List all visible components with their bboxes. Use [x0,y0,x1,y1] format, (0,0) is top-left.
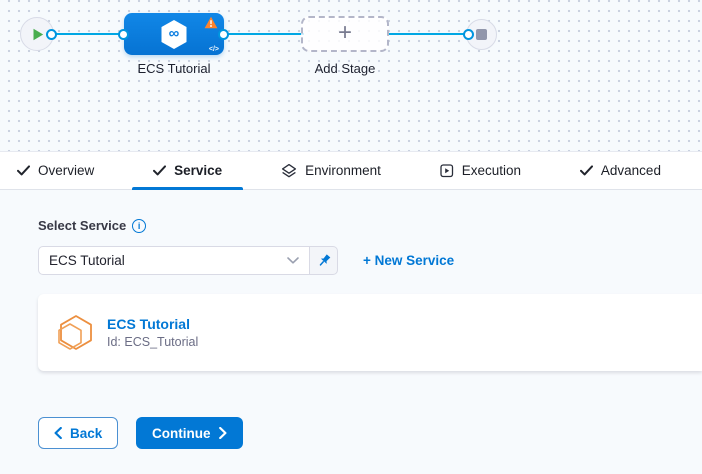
back-button[interactable]: Back [38,417,119,449]
service-select-value: ECS Tutorial [49,253,125,268]
tab-advanced[interactable]: Advanced [579,152,661,189]
tab-label: Service [174,163,223,178]
stage-node-ecs-tutorial[interactable]: ∞ </> [124,13,224,55]
tab-execution[interactable]: Execution [440,152,521,189]
add-stage-label: Add Stage [314,61,376,76]
node-port [218,28,229,40]
info-glyph: i [137,220,141,231]
new-service-link-text: + New Service [363,253,455,268]
tab-label: Advanced [600,163,661,178]
service-card-title[interactable]: ECS Tutorial [107,316,190,332]
play-icon [33,28,43,40]
check-icon [153,165,167,176]
continue-button[interactable]: Continue [136,417,243,449]
service-hexagons-icon [58,314,92,350]
tab-overview[interactable]: Overview [17,152,94,189]
code-icon: </> [208,46,219,53]
pipeline-canvas[interactable]: ∞ </> ECS Tutorial + Add Stage [0,0,702,151]
tab-service[interactable]: Service [132,152,244,190]
check-icon [17,165,30,176]
connector-line [50,33,126,35]
back-button-label: Back [70,425,103,441]
tab-label: Execution [461,163,522,178]
chevron-left-icon [54,427,62,439]
info-icon[interactable]: i [132,218,147,233]
node-port [118,28,129,40]
stop-icon [476,29,487,40]
service-card-text: ECS Tutorial Id: ECS_Tutorial [107,316,198,349]
node-port [463,28,474,40]
stage-name-label: ECS Tutorial [137,61,211,76]
environment-icon [282,163,297,177]
hexagon-icon [161,20,187,49]
tab-environment[interactable]: Environment [281,152,381,189]
continue-button-label: Continue [152,425,211,441]
select-service-label-text: Select Service [38,218,127,233]
connector-line [387,33,470,35]
check-icon [579,165,593,176]
node-port [46,28,57,40]
pin-button[interactable] [309,246,338,275]
new-service-link[interactable]: + New Service [363,246,454,275]
warning-icon [204,16,218,29]
add-stage-button[interactable]: + [301,16,389,52]
plus-icon: + [337,19,352,46]
service-select-dropdown[interactable]: ECS Tutorial [38,246,310,275]
service-card-id: Id: ECS_Tutorial [107,335,199,349]
cd-infinity-icon: ∞ [168,25,180,42]
service-tab-content: Select Service i ECS Tutorial + New Se [0,191,702,474]
service-card: ECS Tutorial Id: ECS_Tutorial [38,294,702,371]
connector-line [222,33,304,35]
stage-tabbar: Overview Service Environment Execution [0,151,702,190]
tab-label: Environment [305,163,381,178]
tab-label: Overview [38,163,95,178]
chevron-down-icon [287,257,299,264]
select-service-label: Select Service i [38,218,147,233]
pin-icon [319,253,330,266]
execution-icon [440,163,453,177]
chevron-right-icon [218,427,226,439]
